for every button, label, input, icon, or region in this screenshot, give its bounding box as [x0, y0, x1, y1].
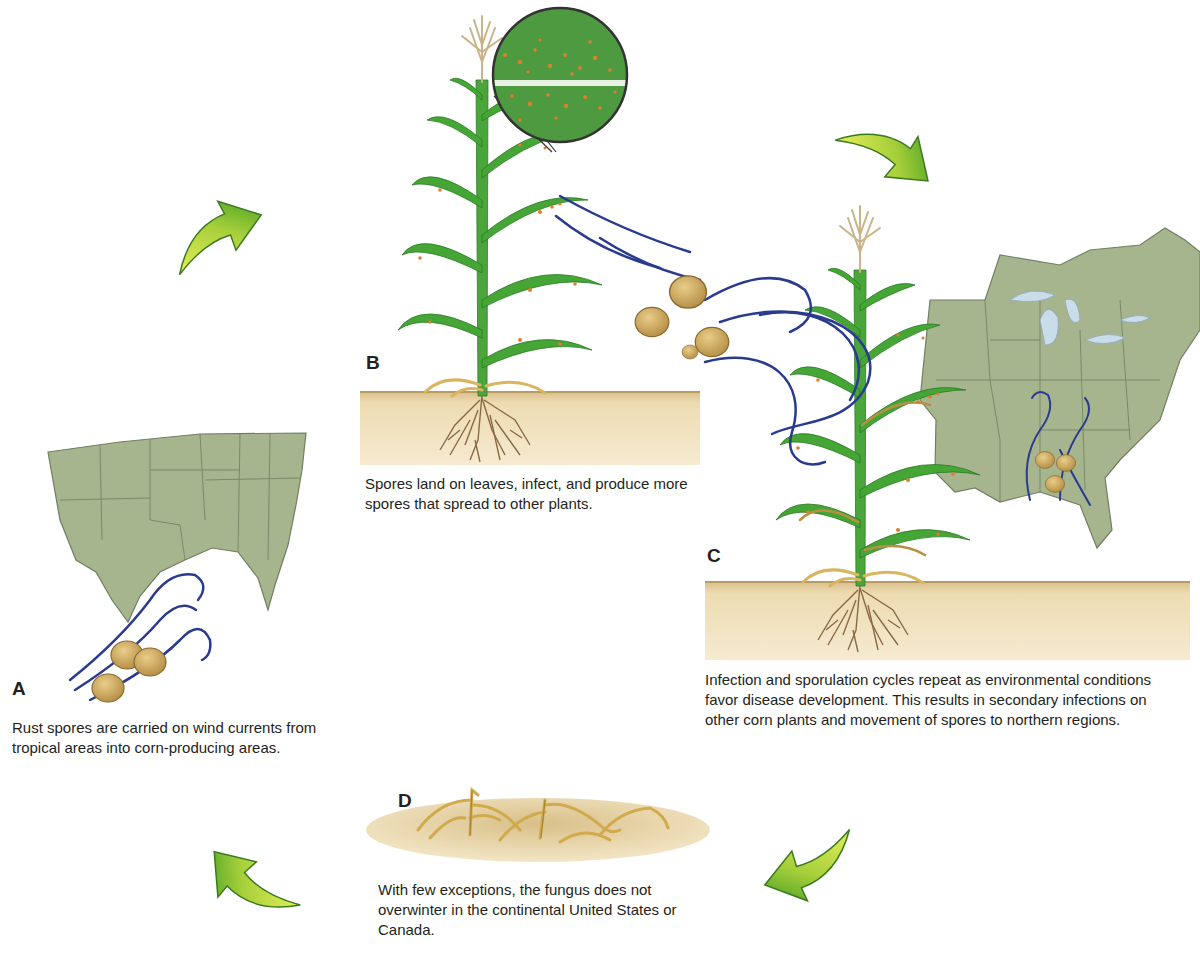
stage-letter: C [707, 543, 747, 568]
stage-letter: B [366, 350, 406, 375]
stage-letter: D [398, 788, 438, 813]
stage-caption: With few exceptions, the fungus does not… [378, 880, 688, 939]
stage-caption: Rust spores are carried on wind currents… [12, 718, 342, 758]
stage-letter: A [12, 676, 52, 701]
stage-caption: Spores land on leaves, infect, and produ… [365, 474, 735, 514]
stage-caption: Infection and sporulation cycles repeat … [705, 670, 1155, 729]
